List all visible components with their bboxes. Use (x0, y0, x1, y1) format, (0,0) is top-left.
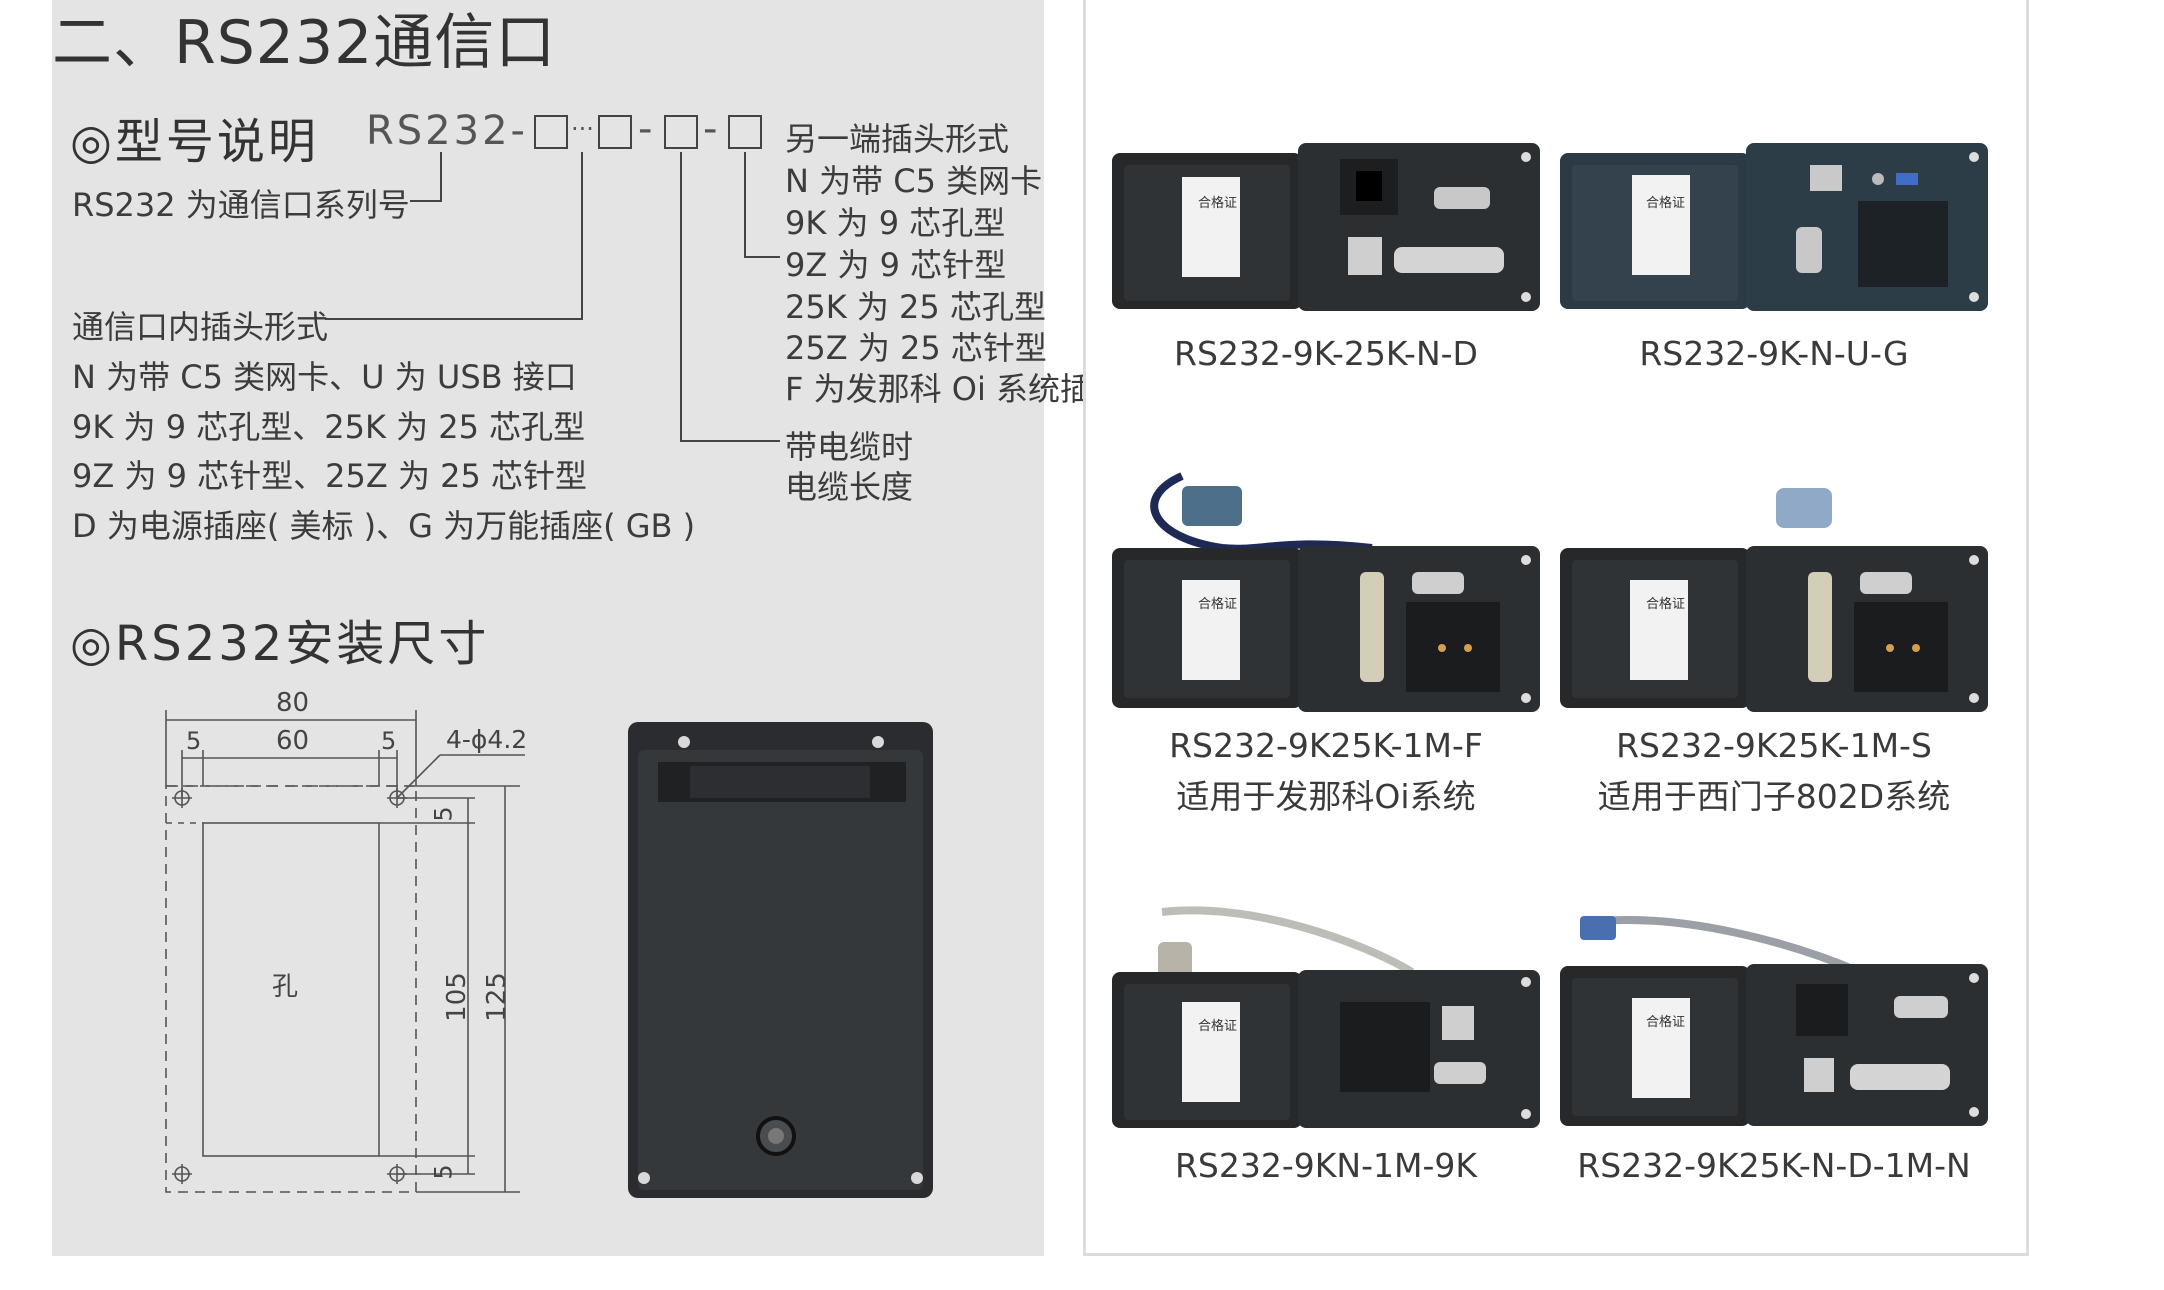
code-box-2 (598, 115, 632, 149)
dim-width-total: 80 (276, 688, 310, 718)
inner-plug-line-2: 9K 为 9 芯孔型、25K 为 25 芯孔型 (72, 408, 586, 446)
leader-cable-h (680, 440, 780, 442)
svg-text:合格证: 合格证 (1646, 1014, 1685, 1029)
cable-line-2: 电缆长度 (785, 468, 914, 506)
other-end-line-6: F 为发那科 Oi 系统插头 (785, 370, 1125, 408)
leader-other-v (744, 152, 746, 258)
dim-height-total: 125 (481, 972, 512, 1022)
dim-height-inner: 105 (441, 972, 472, 1022)
svg-text:合格证: 合格证 (1198, 1018, 1237, 1033)
other-end-line-5: 25Z 为 25 芯针型 (785, 329, 1047, 367)
product-photo-1: 合格证 (1112, 143, 1540, 311)
svg-text:合格证: 合格证 (1198, 195, 1237, 210)
product-photo-3: 合格证 (1112, 472, 1540, 712)
leader-inner-v (581, 152, 583, 320)
code-dots: ··· (571, 115, 594, 143)
code-dash-1: - (638, 106, 656, 152)
product-subcaption-4: 适用于西门子802D系统 (1597, 777, 1951, 816)
code-box-3 (664, 115, 698, 149)
product-photo-6: 合格证 (1560, 916, 1988, 1126)
product-caption-3: RS232-9K25K-1M-F (1169, 726, 1483, 765)
dim-holes: 4-ϕ4.2 (446, 725, 528, 754)
install-heading: ◎RS232安装尺寸 (70, 616, 490, 672)
dim-margin-top: 5 (429, 806, 458, 822)
leader-other-h (744, 256, 780, 258)
dim-width-inner: 60 (276, 726, 310, 756)
other-end-line-3: 9Z 为 9 芯针型 (785, 246, 1007, 284)
product-caption-5: RS232-9KN-1M-9K (1174, 1146, 1477, 1185)
inner-plug-line-4: D 为电源插座( 美标 )、G 为万能插座( GB ) (72, 507, 696, 545)
code-box-4 (728, 115, 762, 149)
product-caption-2: RS232-9K-N-U-G (1639, 334, 1909, 373)
leader-series-v (440, 152, 442, 202)
inner-plug-line-1: N 为带 C5 类网卡、U 为 USB 接口 (72, 358, 577, 396)
product-photo-2: 合格证 (1560, 143, 1988, 311)
svg-text:合格证: 合格证 (1646, 596, 1685, 611)
leader-inner-h (325, 318, 583, 320)
model-heading: ◎型号说明 (70, 114, 319, 170)
svg-text:合格证: 合格证 (1198, 596, 1237, 611)
inner-plug-line-3: 9Z 为 9 芯针型、25Z 为 25 芯针型 (72, 457, 588, 495)
dim-margin-left: 5 (186, 727, 202, 755)
other-end-line-1: N 为带 C5 类网卡 (785, 162, 1043, 200)
dim-margin-right: 5 (381, 727, 397, 755)
product-photo-4: 合格证 (1560, 488, 1988, 712)
series-note: RS232 为通信口系列号 (72, 186, 410, 224)
dim-hole-label: 孔 (272, 972, 299, 1002)
leader-series-h (410, 200, 442, 202)
closed-device-photo (628, 722, 933, 1198)
code-dash-2: - (703, 106, 721, 152)
inner-plug-heading: 通信口内插头形式 (72, 308, 329, 346)
other-end-line-4: 25K 为 25 芯孔型 (785, 288, 1046, 326)
other-end-line-2: 9K 为 9 芯孔型 (785, 204, 1006, 242)
dim-margin-bottom: 5 (429, 1164, 458, 1180)
product-caption-6: RS232-9K25K-N-D-1M-N (1577, 1146, 1971, 1185)
page-title: 二、RS232通信口 (52, 8, 557, 78)
leader-cable-v (680, 152, 682, 442)
product-caption-1: RS232-9K-25K-N-D (1174, 334, 1478, 373)
svg-text:合格证: 合格证 (1646, 195, 1685, 210)
other-end-heading: 另一端插头形式 (785, 120, 1010, 158)
product-caption-4: RS232-9K25K-1M-S (1616, 726, 1932, 765)
product-photo-5: 合格证 (1112, 906, 1540, 1128)
dimension-drawing (165, 710, 525, 1193)
code-box-1 (534, 115, 568, 149)
product-subcaption-3: 适用于发那科Oi系统 (1176, 777, 1476, 816)
model-code-prefix: RS232- (366, 108, 528, 154)
cable-line-1: 带电缆时 (785, 428, 914, 466)
